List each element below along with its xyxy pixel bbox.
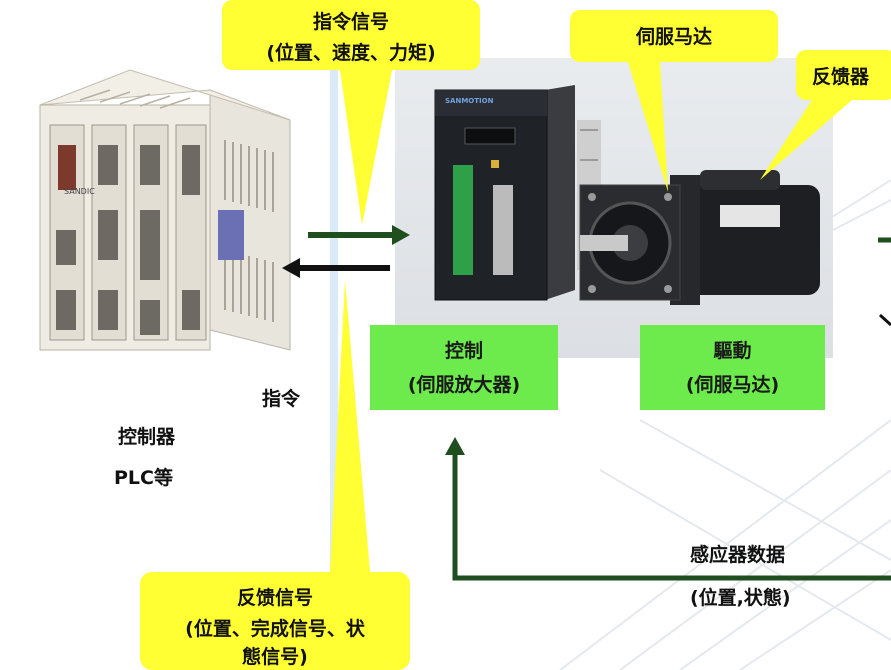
drive-box-title: 驅動 <box>713 339 752 362</box>
plc-brand-label: SANDIC <box>64 187 95 196</box>
servo-motor-image <box>579 170 820 305</box>
control-box-title: 控制 <box>444 339 483 362</box>
sensor-data-label: 感应器数据 <box>690 544 786 566</box>
drive-box-subtitle: (伺服马达) <box>685 373 780 396</box>
sensor-data-detail: (位置,状態) <box>690 587 791 609</box>
command-label: 指令 <box>262 388 301 410</box>
plc-controller-image: SANDIC <box>20 50 310 370</box>
control-box: 控制 (伺服放大器) <box>370 325 558 410</box>
drive-box: 驅動 (伺服马达) <box>640 325 825 410</box>
feedback-device-callout: 反馈器 <box>812 66 870 88</box>
feedback-signal-detail: (位置、完成信号、状 <box>185 618 365 640</box>
feedback-signal-detail-cont: 態信号) <box>242 646 308 668</box>
command-signal-detail: (位置、速度、力矩) <box>266 42 436 64</box>
controller-label: 控制器 <box>118 426 176 448</box>
signal-divider-line <box>330 0 338 670</box>
plc-label: PLC等 <box>114 467 173 489</box>
feedback-signal-title: 反馈信号 <box>236 587 313 609</box>
amplifier-brand-label: SANMOTION <box>445 97 494 105</box>
servo-motor-callout: 伺服马达 <box>635 26 712 48</box>
command-signal-title: 指令信号 <box>312 11 389 33</box>
control-box-subtitle: (伺服放大器) <box>407 373 521 396</box>
